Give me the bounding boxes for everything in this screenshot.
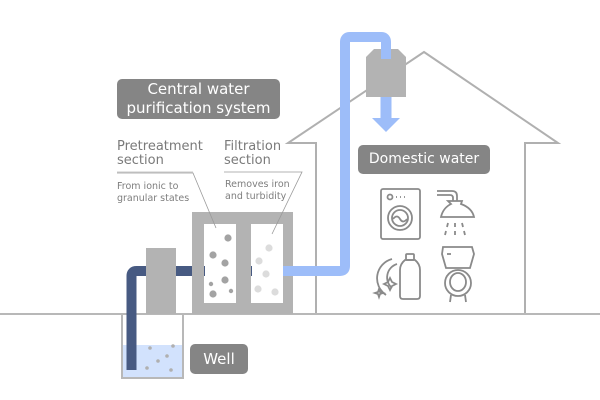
particle — [228, 288, 234, 294]
untreated-water-pipe — [126, 266, 205, 370]
house-outline — [284, 50, 562, 314]
treated-water-pipe-inlet — [381, 42, 391, 59]
particle — [254, 285, 262, 293]
well-outline — [121, 314, 184, 379]
particle — [221, 276, 229, 284]
particle — [208, 281, 214, 287]
particle — [255, 257, 263, 265]
particle — [265, 244, 273, 252]
pretreatment-title-line-1: Pretreatment — [117, 139, 203, 154]
purification-unit — [192, 212, 293, 314]
domestic-water-label: Domestic water — [358, 145, 490, 174]
filtration-title-line-2: section — [224, 153, 271, 168]
sediment-dot — [145, 366, 149, 370]
particle — [271, 288, 279, 296]
system-title-label: Central water purification system — [117, 79, 280, 119]
pretreatment-desc-line-2: granular states — [117, 193, 190, 204]
sediment-dot — [165, 354, 169, 358]
sediment-dot — [169, 368, 173, 372]
filtration-description: Removes iron and turbidity — [225, 179, 290, 203]
pump — [146, 248, 176, 314]
sediment-dot — [148, 346, 152, 350]
down-arrow-icon — [372, 97, 400, 132]
purification-unit-housing — [192, 212, 293, 314]
sediment-dot — [171, 344, 175, 348]
particle — [262, 270, 270, 278]
particle — [209, 251, 217, 259]
pretreatment-desc-line-1: From ionic to — [117, 181, 179, 192]
filtration-pointer — [224, 171, 303, 235]
filtration-section-title: Filtration section — [224, 140, 281, 168]
filtration-title-line-1: Filtration — [224, 139, 282, 154]
pretreatment-pointer — [117, 172, 217, 229]
pretreatment-title-line-2: section — [117, 153, 164, 168]
particle — [221, 259, 229, 267]
shower-icon — [437, 190, 476, 236]
toilet-icon — [441, 246, 475, 303]
pretreatment-description: From ionic to granular states — [117, 181, 189, 205]
washing-machine-icon — [380, 188, 421, 240]
system-title-line-2: purification system — [126, 99, 271, 117]
filtration-desc-line-2: and turbidity — [225, 191, 287, 202]
sediment-dot — [156, 359, 160, 363]
dish-detergent-icon — [372, 253, 421, 300]
particle — [224, 234, 232, 242]
filtration-desc-line-1: Removes iron — [225, 179, 290, 190]
water-tank — [366, 49, 406, 97]
system-title-line-1: Central water — [147, 80, 250, 98]
particle — [209, 290, 217, 298]
treated-water-pipe — [283, 32, 391, 276]
well-label: Well — [190, 344, 248, 374]
pretreatment-section-title: Pretreatment section — [117, 140, 203, 168]
